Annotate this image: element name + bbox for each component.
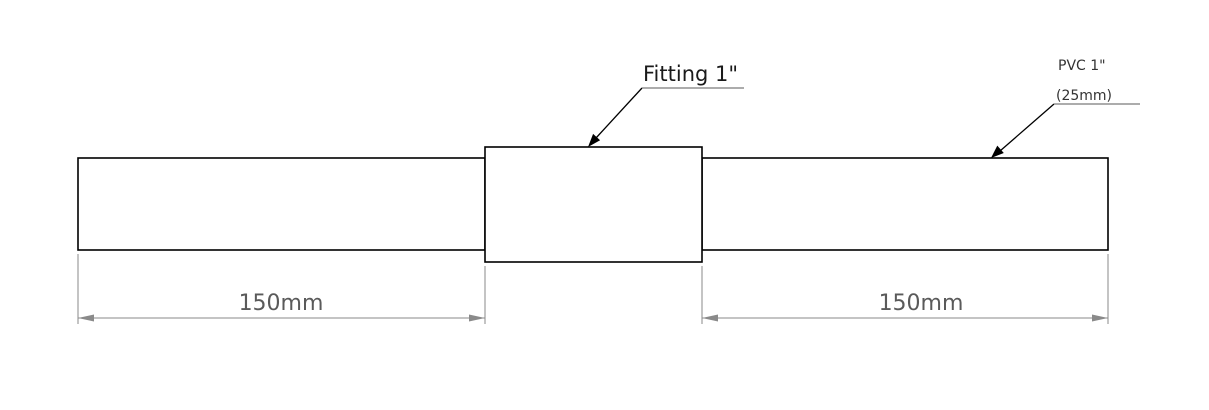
callout-text-pipe-size: (25mm) bbox=[1056, 88, 1112, 104]
leader-arrow-fitting bbox=[588, 133, 601, 147]
callout-text-pipe-material: PVC 1" bbox=[1058, 58, 1106, 74]
dimension-arrow-left-end bbox=[469, 314, 485, 322]
leader-arrow-pipe bbox=[991, 145, 1004, 158]
dimension-text-left: 150mm bbox=[239, 291, 324, 316]
dimension-arrow-right-start bbox=[702, 314, 718, 322]
dimension-left: 150mm bbox=[78, 291, 485, 322]
callout-fitting: Fitting 1" bbox=[588, 62, 744, 147]
right-pipe bbox=[701, 157, 1109, 251]
dimension-arrow-right-end bbox=[1092, 314, 1108, 322]
callout-text-fitting: Fitting 1" bbox=[643, 62, 738, 86]
dimension-arrow-left-start bbox=[78, 314, 94, 322]
dimension-text-right: 150mm bbox=[879, 291, 964, 316]
callout-pipe: PVC 1" (25mm) bbox=[991, 58, 1140, 158]
leader-line-pipe bbox=[999, 103, 1055, 152]
left-pipe bbox=[77, 157, 486, 251]
dimension-right: 150mm bbox=[702, 291, 1108, 322]
fitting-coupler bbox=[484, 146, 703, 263]
leader-line-fitting bbox=[595, 87, 643, 139]
